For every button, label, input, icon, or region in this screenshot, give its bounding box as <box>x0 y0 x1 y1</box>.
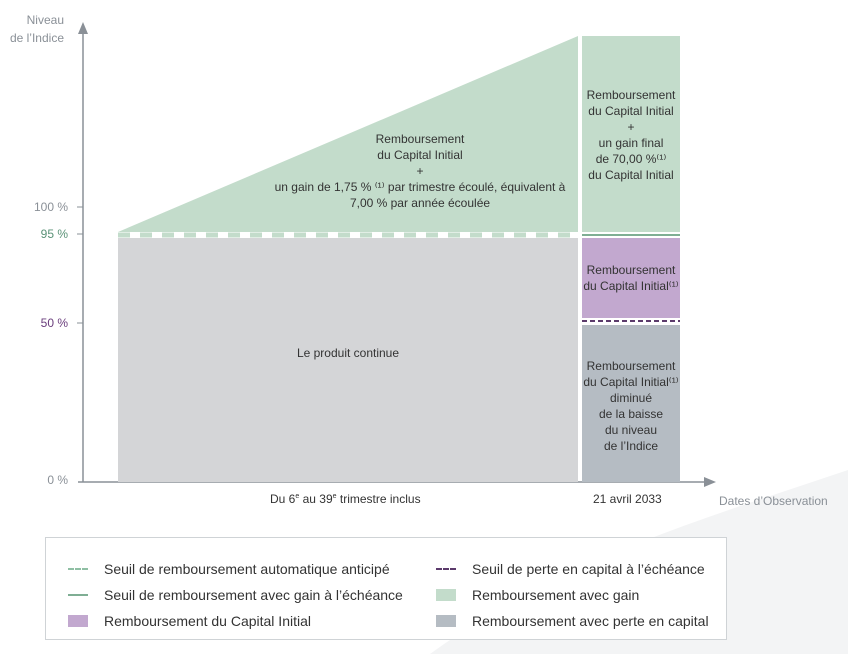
triangle-line4: un gain de 1,75 % ⁽¹⁾ par trimestre écou… <box>274 180 566 194</box>
loss-line3: diminué <box>609 391 653 405</box>
y-title-line1: Niveau <box>26 13 64 27</box>
legend: Seuil de remboursement automatique antic… <box>45 537 727 640</box>
legend-item-gain: Remboursement avec gain <box>436 587 639 603</box>
final-gain-line4: un gain final <box>598 136 664 150</box>
final-gain-line2: du Capital Initial <box>588 104 674 118</box>
final-gain-line1: Remboursement <box>586 88 676 102</box>
loss-line1: Remboursement <box>586 359 676 373</box>
legend-swatch-capital <box>68 615 88 627</box>
final-gain-line5: de 70,00 %⁽¹⁾ <box>595 152 667 166</box>
triangle-line3: + <box>416 164 424 178</box>
y-title-line2: de l’Indice <box>9 31 64 45</box>
x-axis-arrow <box>704 477 716 487</box>
legend-label: Remboursement du Capital Initial <box>104 613 311 629</box>
continue-zone <box>118 238 578 482</box>
y-axis-arrow <box>78 22 88 34</box>
loss-line4: de la baisse <box>598 407 664 421</box>
y-axis-title: Niveau de l’Indice <box>10 11 64 47</box>
capital-zone <box>582 238 680 318</box>
tick-label-95: 95 % <box>40 227 68 241</box>
loss-line2: du Capital Initial⁽¹⁾ <box>583 375 679 389</box>
triangle-text: Remboursement du Capital Initial + un ga… <box>270 130 570 212</box>
legend-label: Seuil de remboursement avec gain à l’éch… <box>104 587 403 603</box>
legend-item-loss: Remboursement avec perte en capital <box>436 613 709 629</box>
final-gain-zone <box>582 36 680 232</box>
loss-line5: du niveau <box>604 423 658 437</box>
triangle-line5: 7,00 % par année écoulée <box>349 196 491 210</box>
tick-label-0: 0 % <box>47 473 68 487</box>
tick-label-50: 50 % <box>40 316 68 330</box>
legend-swatch-dashed-green <box>68 568 88 570</box>
gain-triangle <box>118 36 578 232</box>
final-gain-line6: du Capital Initial <box>588 168 674 182</box>
legend-label: Seuil de perte en capital à l’échéance <box>472 561 705 577</box>
continue-text: Le produit continue <box>296 346 400 360</box>
x-period-2: 21 avril 2033 <box>593 492 662 506</box>
loss-zone <box>582 325 680 482</box>
triangle-line2: du Capital Initial <box>377 148 463 162</box>
legend-swatch-dashed-purple <box>436 568 456 570</box>
legend-item-autocall: Seuil de remboursement automatique antic… <box>68 561 390 577</box>
legend-item-gain-threshold: Seuil de remboursement avec gain à l’éch… <box>68 587 403 603</box>
capital-text: Remboursement du Capital Initial⁽¹⁾ <box>582 262 680 294</box>
legend-item-capital: Remboursement du Capital Initial <box>68 613 311 629</box>
legend-swatch-loss <box>436 615 456 627</box>
loss-line6: de l’Indice <box>603 439 659 453</box>
tick-label-100: 100 % <box>33 200 68 214</box>
capital-line2: du Capital Initial⁽¹⁾ <box>583 279 679 293</box>
legend-swatch-solid-green <box>68 594 88 596</box>
legend-label: Seuil de remboursement automatique antic… <box>104 561 390 577</box>
final-gain-text: Remboursement du Capital Initial + un ga… <box>582 86 680 184</box>
legend-item-loss-threshold: Seuil de perte en capital à l’échéance <box>436 561 705 577</box>
x-period-1: Du 6e au 39e trimestre inclus <box>270 492 421 506</box>
triangle-line1: Remboursement <box>375 132 465 146</box>
legend-swatch-gain <box>436 589 456 601</box>
legend-label: Remboursement avec perte en capital <box>472 613 709 629</box>
loss-text: Remboursement du Capital Initial⁽¹⁾ dimi… <box>582 357 680 455</box>
x-axis-title: Dates d’Observation <box>719 494 828 508</box>
capital-line1: Remboursement <box>586 263 676 277</box>
final-gain-line3: + <box>627 120 635 134</box>
legend-label: Remboursement avec gain <box>472 587 640 603</box>
